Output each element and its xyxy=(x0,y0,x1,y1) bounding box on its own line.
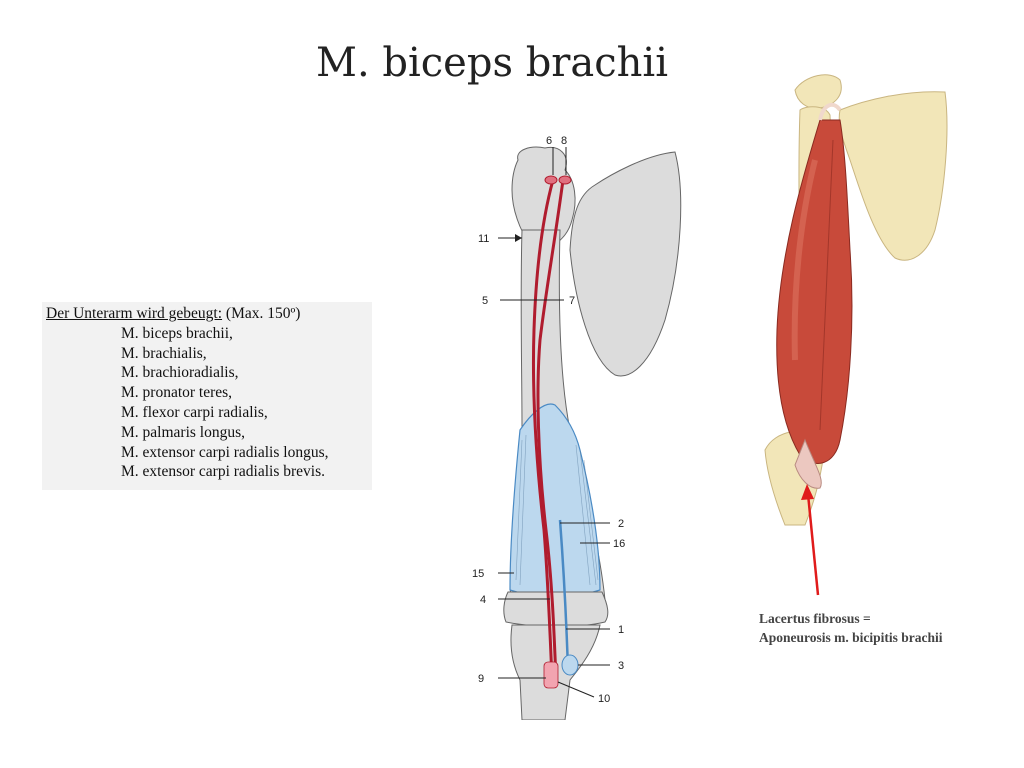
muscle-item: M. extensor carpi radialis longus, xyxy=(121,443,329,461)
illustration-acromion xyxy=(794,74,842,109)
arrow-shaft xyxy=(806,493,820,596)
heading-rest: (Max. 150º) xyxy=(222,305,301,322)
label-1: 1 xyxy=(618,624,624,636)
humerus-head xyxy=(511,146,576,246)
arrow-head xyxy=(801,484,814,500)
caption-line-2: Aponeurosis m. bicipitis brachii xyxy=(759,630,943,645)
label-4: 4 xyxy=(480,594,486,606)
caption-line-1: Lacertus fibrosus = xyxy=(759,611,871,626)
muscle-item: M. palmaris longus, xyxy=(121,423,245,441)
muscle-item: M. biceps brachii, xyxy=(121,324,233,342)
label-7: 7 xyxy=(569,295,575,307)
label-11: 11 xyxy=(478,233,489,245)
label-6: 6 xyxy=(546,135,552,147)
muscle-item: M. pronator teres, xyxy=(121,384,233,402)
elbow-condyles xyxy=(503,591,609,627)
arrowhead-11 xyxy=(515,234,522,242)
muscle-item: M. brachialis, xyxy=(121,344,207,362)
muscle-item: M. extensor carpi radialis brevis. xyxy=(121,463,326,481)
scapula-shape xyxy=(569,151,682,377)
illustration-muscle-highlight xyxy=(791,159,818,361)
biceps-long-head xyxy=(532,179,555,681)
label-10: 10 xyxy=(598,693,610,705)
slide-title: M. biceps brachii xyxy=(315,40,669,86)
label-3: 3 xyxy=(618,660,624,672)
biceps-illustration xyxy=(764,74,948,526)
biceps-insertion xyxy=(543,661,559,689)
label-8: 8 xyxy=(561,135,567,147)
brachialis-region xyxy=(509,403,601,599)
label-16: 16 xyxy=(613,538,625,550)
label-5: 5 xyxy=(482,295,488,307)
lacertus-caption: Lacertus fibrosus = Aponeurosis m. bicip… xyxy=(759,609,1019,647)
brachialis-hatching xyxy=(515,434,599,586)
heading-underlined: Der Unterarm wird gebeugt: xyxy=(46,305,223,322)
brachialis-insertion xyxy=(561,654,579,676)
illustration-scapula xyxy=(838,91,948,261)
brachialis-tendon xyxy=(558,519,570,671)
label-2: 2 xyxy=(618,518,624,530)
arm-schematic-diagram: 6 8 11 5 7 2 16 15 4 1 3 9 10 xyxy=(472,135,682,720)
label-15: 15 xyxy=(472,568,484,580)
illustration-biceps-muscle xyxy=(776,119,853,464)
biceps-short-head xyxy=(536,179,565,681)
biceps-origin-6 xyxy=(544,175,558,185)
pointer-arrow xyxy=(801,484,820,596)
muscle-item: M. flexor carpi radialis, xyxy=(121,403,268,421)
muscle-item: M. brachioradialis, xyxy=(121,364,239,382)
illustration-tendon-top xyxy=(818,102,842,121)
illustration-muscle-groove xyxy=(819,139,834,431)
illustration-distal-tendon xyxy=(794,438,822,489)
text-box-heading: Der Unterarm wird gebeugt: (Max. 150º) xyxy=(46,304,372,324)
flexor-text-box: Der Unterarm wird gebeugt: (Max. 150º) M… xyxy=(42,302,372,490)
biceps-origin-8 xyxy=(558,175,572,185)
label-9: 9 xyxy=(478,673,484,685)
